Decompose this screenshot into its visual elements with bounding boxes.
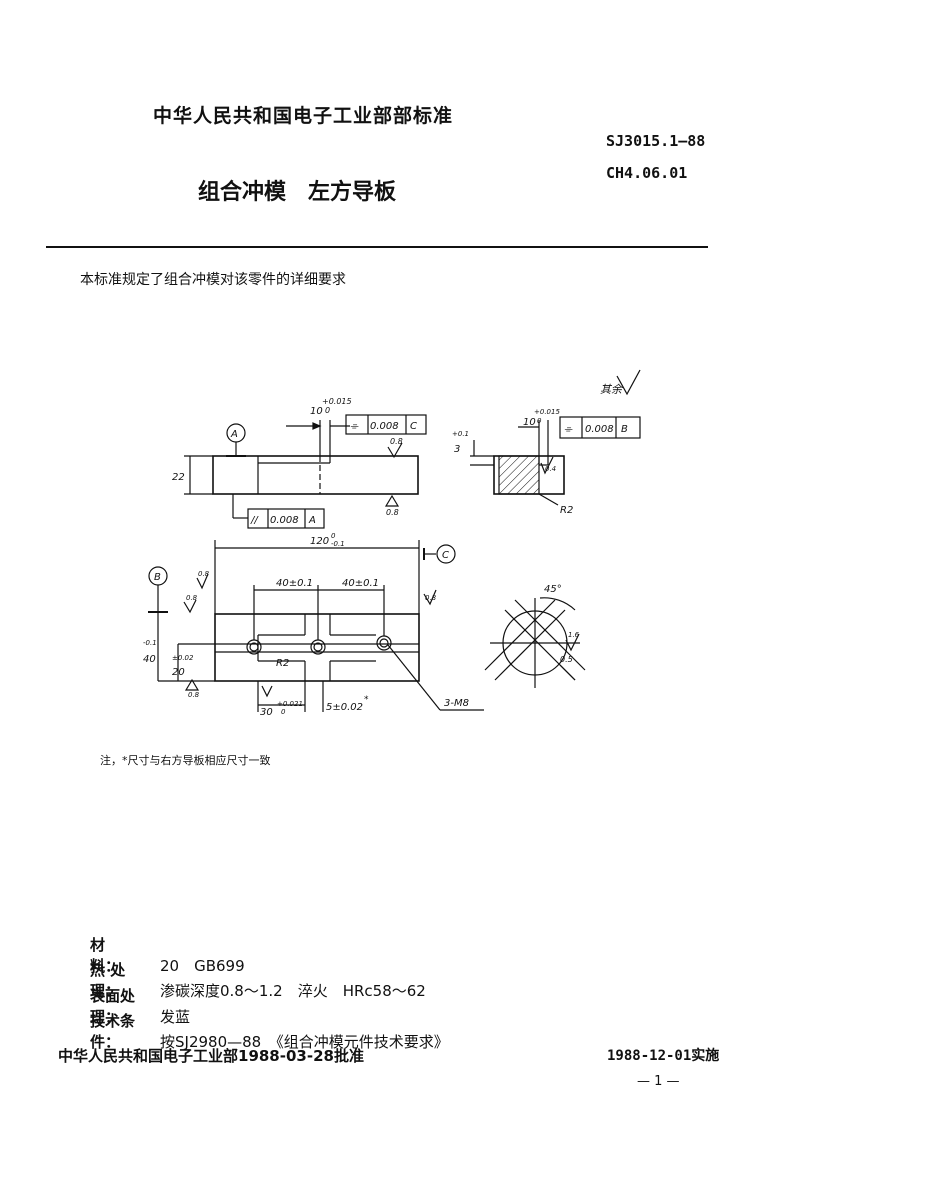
page-number: — 1 — <box>637 1074 680 1089</box>
detail-dim: 0.5 <box>560 655 573 664</box>
top-slot-dim: 10 <box>310 406 323 417</box>
side-slot-tol-low: 0 <box>537 417 542 425</box>
side-frame-symbol: ⌯ <box>564 424 573 435</box>
top-height-dim: 22 <box>172 472 185 483</box>
plan-half-width-tol: ±0.02 <box>172 654 194 662</box>
spec-material: 材 料： 20 GB699 <box>90 934 245 976</box>
standard-code: SJ3015.1—88 <box>606 132 706 150</box>
plan-half-width-dim: 20 <box>172 667 185 678</box>
top-slot-tol-low: 0 <box>325 406 330 415</box>
plan-width-tol: -0.1 <box>143 639 157 647</box>
part-code: CH4.06.01 <box>606 164 688 182</box>
plan-rough-4: 0.8 <box>198 570 210 578</box>
bottom-frame-tol: 0.008 <box>270 515 299 526</box>
approval-line: 中华人民共和国电子工业部1988-03-28批准 <box>58 1047 364 1065</box>
detail-rough: 1.6 <box>568 631 580 639</box>
side-slot-tol: +0.015 <box>534 408 560 416</box>
plan-width-dim: 40 <box>143 654 156 665</box>
top-rough-top: 0.8 <box>390 437 403 446</box>
plan-rough-1: 0.8 <box>186 594 198 602</box>
side-depth-dim: 3 <box>454 444 460 455</box>
top-frame-symbol: ⌯ <box>350 421 359 432</box>
bottom-frame-ref: A <box>308 515 316 526</box>
spec-value: 20 GB699 <box>160 957 245 975</box>
spec-heat-treatment: 热 处 理： 渗碳深度0.8～1.2 淬火 HRc58～62 <box>90 959 426 1001</box>
plan-view <box>148 540 484 712</box>
plan-radius: R2 <box>276 658 289 669</box>
spec-value: 发蓝 <box>160 1008 191 1026</box>
bottom-frame-symbol: // <box>250 515 259 526</box>
side-radius: R2 <box>560 505 573 516</box>
plan-dim-30-tol: +0.021 <box>277 700 303 708</box>
plan-rough-2: 0.8 <box>188 691 200 699</box>
detail-view <box>484 597 586 688</box>
spec-label: 表面处理： <box>90 987 136 1026</box>
plan-length-tol-low: -0.1 <box>331 540 345 548</box>
scope-text: 本标准规定了组合冲模对该零件的详细要求 <box>80 272 346 288</box>
spec-value: 渗碳深度0.8～1.2 淬火 HRc58～62 <box>160 982 426 1000</box>
spec-surface-treatment: 表面处理： 发蓝 <box>90 985 190 1027</box>
header-divider <box>46 246 708 248</box>
plan-rough-3: 0.8 <box>425 594 437 602</box>
effective-date: 1988-12-01实施 <box>607 1048 720 1064</box>
datum-b-label: B <box>154 572 161 583</box>
surface-note: 其余 <box>600 383 624 396</box>
top-frame-tol: 0.008 <box>370 421 399 432</box>
issuing-organization: 中华人民共和国电子工业部部标准 <box>153 105 454 127</box>
top-slot-tol: +0.015 <box>322 397 352 406</box>
top-view <box>184 414 427 529</box>
plan-length-tol-up: 0 <box>331 532 336 540</box>
plan-holes: 3-M8 <box>444 698 469 709</box>
spec-technical-conditions: 技术条件： 按SJ2980—88 《组合冲模元件技术要求》 <box>90 1010 449 1052</box>
spec-label: 材 料： <box>90 936 136 975</box>
detail-angle: 45° <box>544 584 562 595</box>
plan-pitch-2: 40±0.1 <box>342 578 379 589</box>
spec-label: 热 处 理： <box>90 961 126 1000</box>
drawing-note: 注，*尺寸与右方导板相应尺寸一致 <box>100 754 271 767</box>
plan-length-dim: 120 <box>310 536 329 547</box>
spec-value: 按SJ2980—88 《组合冲模元件技术要求》 <box>160 1033 449 1051</box>
side-frame-tol: 0.008 <box>585 424 614 435</box>
plan-pitch-1: 40±0.1 <box>276 578 313 589</box>
roughness-symbol <box>387 442 403 459</box>
side-rough: 0.4 <box>545 465 556 473</box>
roughness-symbol-general <box>616 369 641 396</box>
side-frame-ref: B <box>621 424 628 435</box>
top-frame-ref: C <box>410 421 417 432</box>
top-rough-bottom: 0.8 <box>386 508 399 517</box>
datum-c-label: C <box>442 550 449 561</box>
plan-dim-5-note: * <box>364 695 369 705</box>
spec-label: 技术条件： <box>90 1012 136 1051</box>
plan-dim-5: 5±0.02 <box>326 702 363 713</box>
document-title: 组合冲模 左方导板 <box>198 180 397 205</box>
side-slot-dim: 10 <box>523 417 536 428</box>
side-view <box>470 416 641 506</box>
plan-dim-30-tol-low: 0 <box>281 708 286 716</box>
side-depth-tol: +0.1 <box>452 430 469 438</box>
datum-a-label: A <box>230 429 238 440</box>
plan-dim-30: 30 <box>260 707 273 718</box>
